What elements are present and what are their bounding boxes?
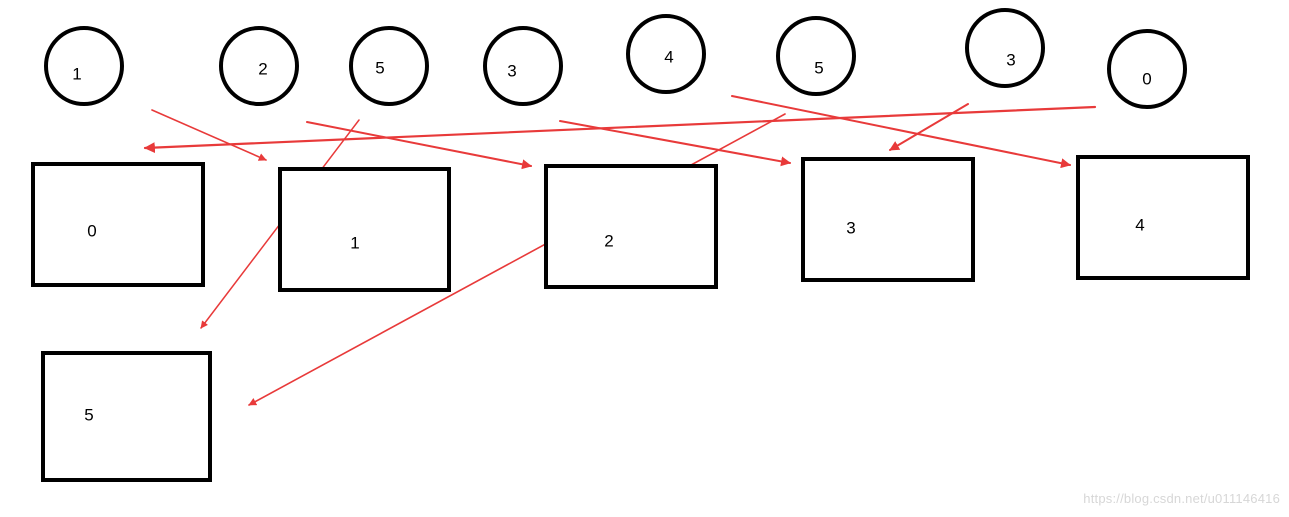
box-node: 4 bbox=[1076, 155, 1250, 280]
box-label: 0 bbox=[87, 221, 96, 240]
arrows-layer bbox=[143, 95, 1097, 406]
circle-label: 3 bbox=[1006, 50, 1015, 69]
box-shape bbox=[278, 167, 451, 292]
box-label: 4 bbox=[1135, 215, 1144, 234]
mapping-arrow bbox=[559, 120, 791, 167]
mapping-arrow bbox=[889, 103, 969, 151]
mapping-arrow bbox=[248, 113, 786, 406]
circle-node: 5 bbox=[349, 26, 429, 106]
box-shape bbox=[41, 351, 212, 482]
circle-shape bbox=[626, 14, 706, 94]
circle-label: 1 bbox=[72, 64, 81, 83]
circle-node: 3 bbox=[483, 26, 563, 106]
circle-label: 5 bbox=[814, 58, 823, 77]
mapping-arrow bbox=[143, 105, 1097, 154]
circle-shape bbox=[219, 26, 299, 106]
circle-node: 2 bbox=[219, 26, 299, 106]
box-node: 0 bbox=[31, 162, 205, 287]
circle-shape bbox=[483, 26, 563, 106]
circle-label: 3 bbox=[507, 61, 516, 80]
circle-shape bbox=[44, 26, 124, 106]
box-node: 2 bbox=[544, 164, 718, 289]
circle-node: 4 bbox=[626, 14, 706, 94]
mapping-arrow bbox=[731, 95, 1071, 169]
circle-label: 2 bbox=[258, 59, 267, 78]
box-shape bbox=[31, 162, 205, 287]
box-node: 1 bbox=[278, 167, 451, 292]
circle-shape bbox=[965, 8, 1045, 88]
watermark-text: https://blog.csdn.net/u011146416 bbox=[1083, 491, 1280, 506]
circle-node: 3 bbox=[965, 8, 1045, 88]
box-label: 5 bbox=[84, 405, 93, 424]
circle-shape bbox=[1107, 29, 1187, 109]
circle-node: 1 bbox=[44, 26, 124, 106]
box-label: 2 bbox=[604, 231, 613, 250]
box-label: 3 bbox=[846, 218, 855, 237]
circle-label: 0 bbox=[1142, 69, 1151, 88]
mapping-arrow bbox=[151, 109, 267, 161]
circle-node: 0 bbox=[1107, 29, 1187, 109]
box-shape bbox=[801, 157, 975, 282]
circle-label: 4 bbox=[664, 47, 673, 66]
circle-shape bbox=[776, 16, 856, 96]
circle-node: 5 bbox=[776, 16, 856, 96]
mapping-arrow bbox=[306, 121, 532, 170]
box-label: 1 bbox=[350, 233, 359, 252]
box-shape bbox=[544, 164, 718, 289]
box-node: 3 bbox=[801, 157, 975, 282]
box-node: 5 bbox=[41, 351, 212, 482]
circle-label: 5 bbox=[375, 58, 384, 77]
circle-shape bbox=[349, 26, 429, 106]
box-shape bbox=[1076, 155, 1250, 280]
